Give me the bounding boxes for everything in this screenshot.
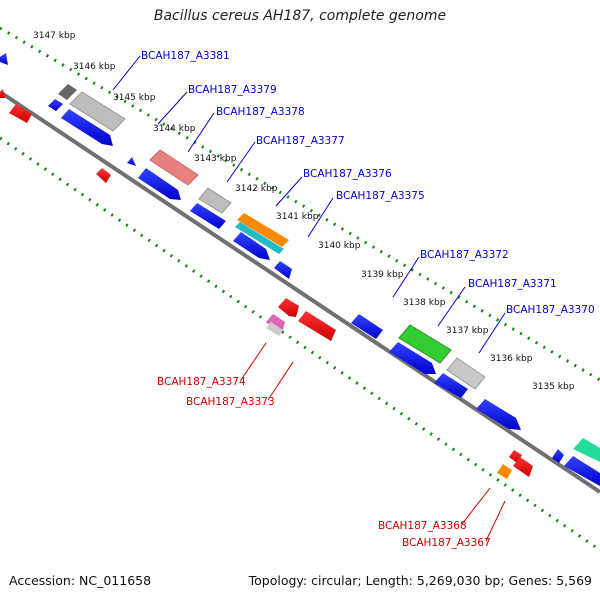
gene-arrow[interactable] (9, 104, 32, 123)
gene-arrow[interactable] (138, 168, 181, 200)
gene-label[interactable]: BCAH187_A3378 (216, 106, 305, 118)
leader-line (187, 112, 215, 153)
gene-label[interactable]: BCAH187_A3381 (141, 50, 230, 62)
forward-genes (0, 53, 600, 486)
gene-arrow[interactable] (389, 342, 436, 374)
ruler-tick-label: 3146 kbp (73, 62, 116, 72)
leader-line (112, 55, 141, 91)
leader-line (461, 487, 491, 525)
gene-label[interactable]: BCAH187_A3372 (420, 249, 509, 261)
feature-box[interactable] (446, 357, 486, 390)
genome-summary-text: Topology: circular; Length: 5,269,030 bp… (248, 573, 592, 588)
gene-arrow[interactable] (298, 311, 336, 341)
feature-box[interactable] (149, 149, 199, 186)
ruler-tick-label: 3143 kbp (194, 154, 237, 164)
leader-line (275, 176, 303, 207)
ruler: 3147 kbp 3146 kbp 3145 kbp 3144 kbp 3143… (33, 31, 575, 392)
gene-label[interactable]: BCAH187_A3368 (378, 520, 467, 532)
leader-line (485, 500, 506, 542)
feature-box[interactable] (235, 222, 284, 254)
ruler-tick-label: 3135 kbp (532, 382, 575, 392)
gene-arrow[interactable] (0, 53, 8, 65)
gene-arrow[interactable] (351, 314, 383, 339)
gene-label[interactable]: BCAH187_A3377 (256, 135, 345, 147)
gene-arrow[interactable] (552, 449, 564, 463)
feature-box[interactable] (573, 438, 600, 462)
gene-arrow[interactable] (278, 298, 299, 317)
feature-box[interactable] (237, 213, 289, 247)
reverse-leaders (240, 342, 506, 542)
gene-arrow[interactable] (48, 99, 63, 111)
gene-arrow[interactable] (513, 457, 533, 477)
forward-leaders (112, 55, 506, 354)
gene-arrow[interactable] (96, 168, 111, 183)
reverse-genes (0, 89, 533, 479)
gene-label[interactable]: BCAH187_A3379 (188, 84, 277, 96)
genome-backbone (0, 90, 600, 494)
gene-arrow[interactable] (266, 322, 283, 336)
gene-arrow[interactable] (61, 109, 113, 146)
gene-arrow[interactable] (274, 261, 292, 279)
forward-labels: BCAH187_A3381 BCAH187_A3379 BCAH187_A337… (141, 50, 595, 316)
gene-label[interactable]: BCAH187_A3375 (336, 190, 425, 202)
leader-line (478, 312, 506, 354)
ruler-tick-label: 3142 kbp (235, 184, 278, 194)
gene-arrow[interactable] (0, 89, 5, 98)
ruler-tick-label: 3136 kbp (490, 354, 533, 364)
accession-text: Accession: NC_011658 (9, 573, 152, 588)
ruler-tick-label: 3141 kbp (276, 212, 319, 222)
leader-line (267, 361, 294, 401)
feature-box[interactable] (198, 187, 232, 214)
leader-line (437, 286, 466, 327)
gene-label[interactable]: BCAH187_A3374 (157, 376, 246, 388)
leader-line (226, 141, 256, 183)
ruler-tick-label: 3138 kbp (403, 298, 446, 308)
reverse-labels: BCAH187_A3374 BCAH187_A3373 BCAH187_A336… (157, 376, 491, 549)
feature-box[interactable] (58, 84, 77, 100)
gene-label[interactable]: BCAH187_A3367 (402, 537, 491, 549)
gene-arrow[interactable] (434, 373, 468, 398)
feature-box[interactable] (398, 324, 452, 364)
leader-line (392, 256, 420, 298)
ruler-tick-label: 3144 kbp (153, 124, 196, 134)
gc-skew-dots-inner (0, 136, 600, 552)
gene-arrow[interactable] (190, 203, 226, 229)
ruler-tick-label: 3137 kbp (446, 326, 489, 336)
leader-line (240, 342, 267, 381)
gene-label[interactable]: BCAH187_A3376 (303, 168, 392, 180)
gc-skew-dots-outer (0, 26, 600, 382)
gene-arrow[interactable] (497, 464, 512, 479)
gene-label[interactable]: BCAH187_A3373 (186, 396, 275, 408)
gene-label[interactable]: BCAH187_A3371 (468, 278, 557, 290)
ruler-tick-label: 3139 kbp (361, 270, 404, 280)
gene-arrow[interactable] (233, 232, 270, 260)
map-title: Bacillus cereus AH187, complete genome (153, 8, 447, 24)
ruler-tick-label: 3140 kbp (318, 241, 361, 251)
gene-arrow[interactable] (476, 399, 521, 430)
gene-label[interactable]: BCAH187_A3370 (506, 304, 595, 316)
gene-arrow[interactable] (127, 157, 136, 166)
feature-box[interactable] (69, 91, 126, 132)
gene-arrow[interactable] (564, 456, 600, 486)
ruler-tick-label: 3145 kbp (113, 93, 156, 103)
leader-line (157, 91, 188, 125)
ruler-tick-label: 3147 kbp (33, 31, 76, 41)
feature-track-outer (58, 84, 600, 462)
leader-line (307, 197, 334, 238)
